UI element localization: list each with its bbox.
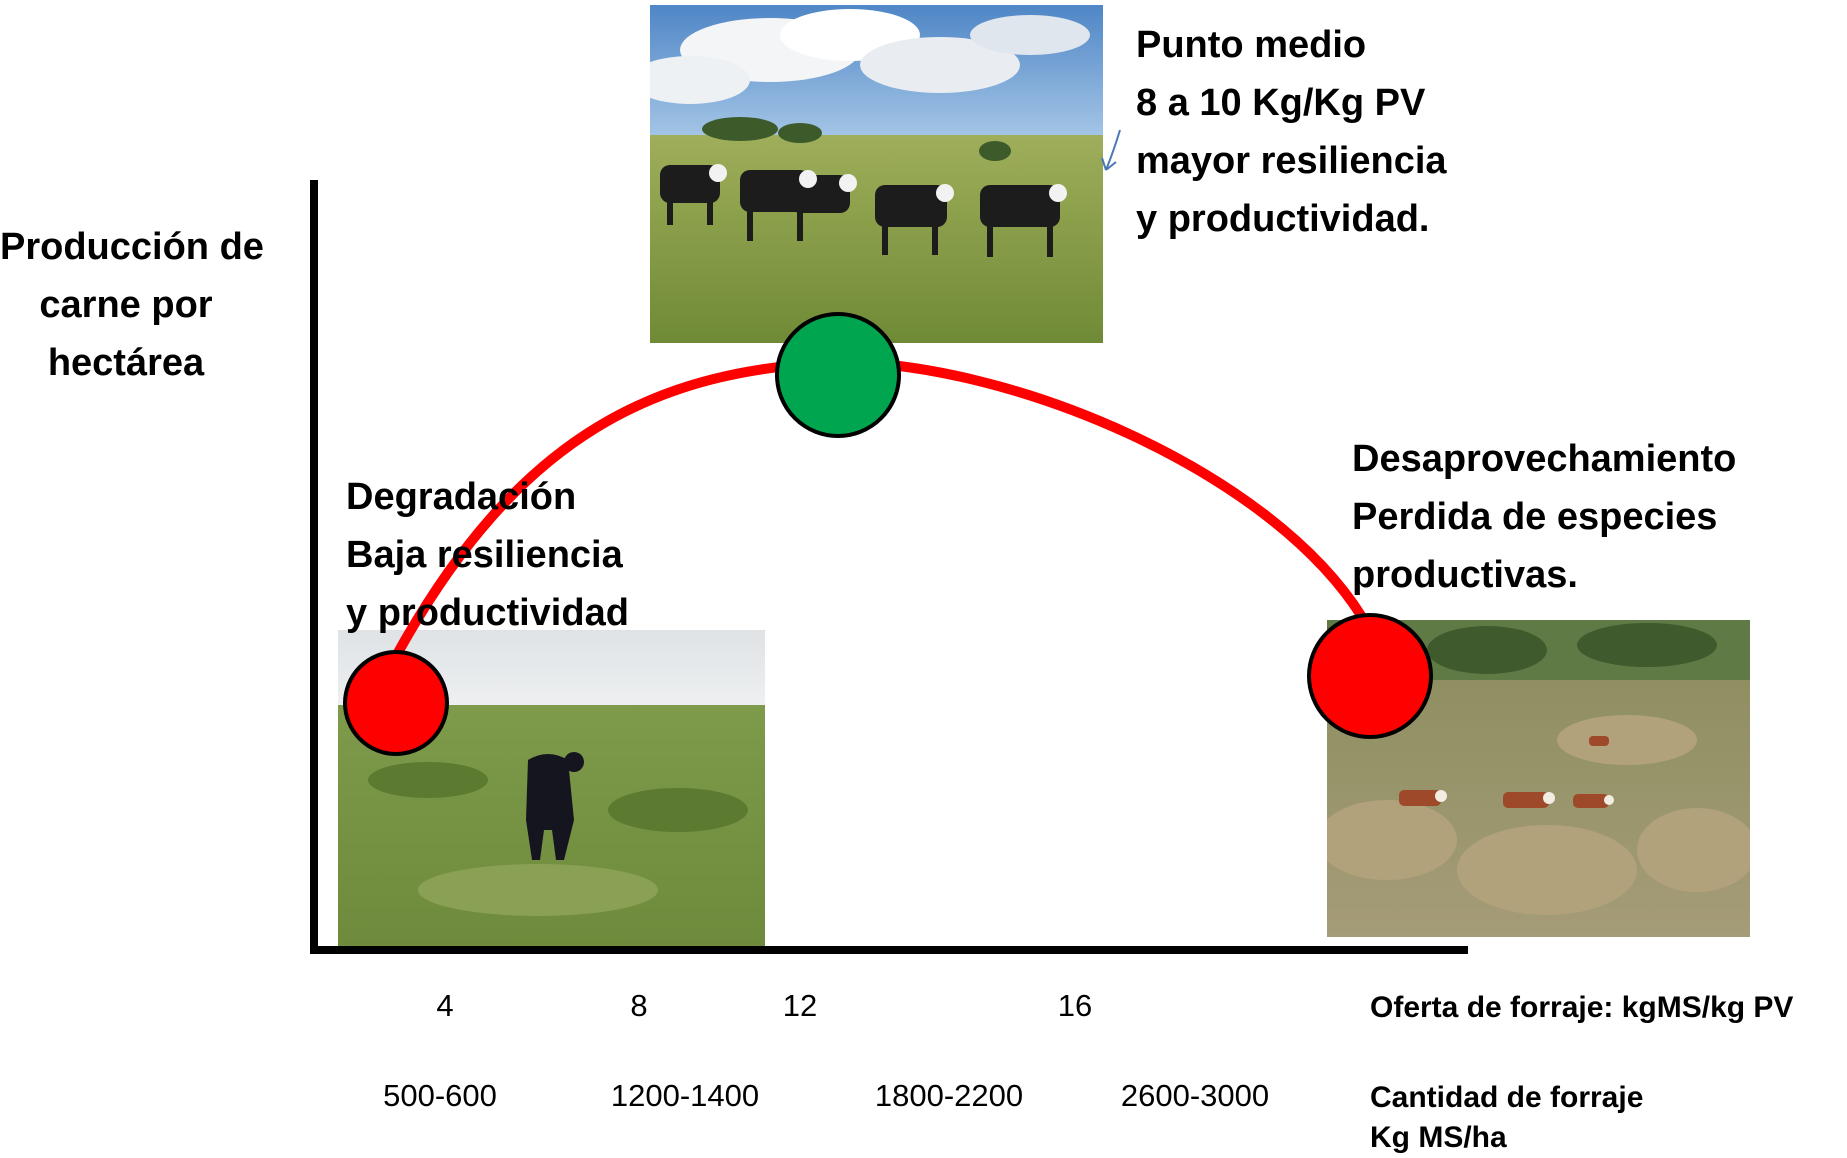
cantidad-tick: 1800-2200 — [874, 1078, 1024, 1113]
note-line: productivas. — [1352, 554, 1578, 596]
cantidad-tick: 1200-1400 — [610, 1078, 760, 1113]
y-axis-label-line: carne por — [39, 284, 213, 326]
optimum-point — [775, 312, 901, 438]
note-line: Perdida de especies — [1352, 496, 1718, 538]
y-axis-label: Producción de carne por hectárea — [0, 218, 264, 392]
cantidad-tick: 500-600 — [383, 1078, 497, 1113]
note-line: 8 a 10 Kg/Kg PV — [1136, 82, 1426, 124]
note-line: y productividad — [346, 592, 629, 634]
desaprovechamiento-note: Desaprovechamiento Perdida de especies p… — [1352, 430, 1736, 604]
photo-cattle-healthy-pasture — [650, 5, 1103, 343]
punto-medio-note: Punto medio 8 a 10 Kg/Kg PV mayor resili… — [1136, 16, 1447, 248]
oferta-tick: 12 — [782, 988, 818, 1023]
cantidad-tick: 2600-3000 — [1120, 1078, 1270, 1113]
note-line: Desaprovechamiento — [1352, 438, 1737, 480]
note-line: mayor resiliencia — [1136, 140, 1447, 182]
degradacion-note: Degradación Baja resiliencia y productiv… — [346, 468, 629, 642]
degradation-point — [343, 650, 449, 756]
oferta-axis-label: Oferta de forraje: kgMS/kg PV — [1370, 991, 1794, 1024]
oferta-tick: 8 — [630, 988, 648, 1023]
oferta-tick: 4 — [436, 988, 454, 1023]
cantidad-label-line: Kg MS/ha — [1370, 1121, 1507, 1154]
y-axis-label-line: hectárea — [47, 342, 205, 384]
cantidad-axis-label: Cantidad de forraje Kg MS/ha — [1370, 1078, 1643, 1158]
underuse-point — [1307, 613, 1433, 739]
pointer-arrow-icon — [1101, 129, 1121, 171]
y-axis-label-line: Producción de — [0, 226, 264, 268]
note-line: Baja resiliencia — [346, 534, 623, 576]
note-line: y productividad. — [1136, 198, 1430, 240]
cantidad-label-line: Cantidad de forraje — [1370, 1081, 1644, 1114]
oferta-tick: 16 — [1057, 988, 1093, 1023]
note-line: Degradación — [346, 476, 577, 518]
photo-underused-pasture — [1327, 620, 1750, 937]
note-line: Punto medio — [1136, 24, 1367, 66]
